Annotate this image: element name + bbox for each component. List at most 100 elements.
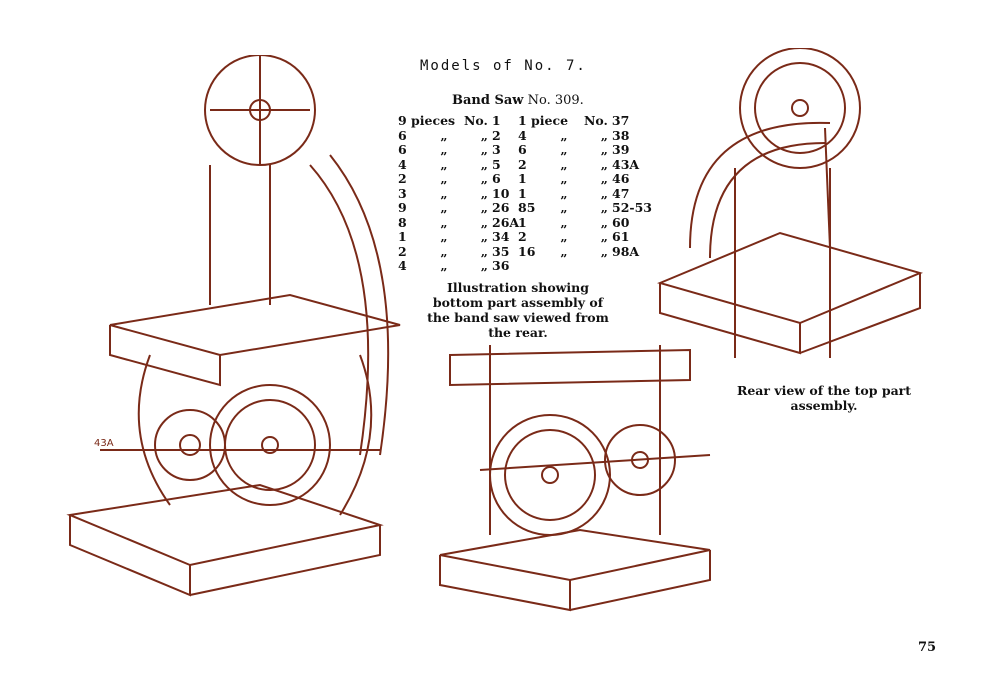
parts-row: 9„„26 [398, 200, 532, 216]
parts-qty: 6 [398, 127, 407, 143]
parts-qty: 85 [518, 200, 536, 215]
parts-ditto2: „ [480, 156, 488, 172]
parts-qty: 6 [398, 142, 407, 157]
parts-ditto2: „ [600, 243, 608, 259]
parts-qty: 2 [518, 156, 527, 172]
parts-ditto1: „ [440, 229, 448, 244]
parts-row: 1„„47 [518, 185, 652, 202]
illustration-label: 43A [94, 438, 114, 449]
parts-part: 34 [492, 229, 510, 244]
model-name: Band Saw [452, 93, 524, 108]
parts-row: 2„„35 [398, 243, 532, 260]
parts-row: 16„„98A [518, 243, 652, 260]
parts-ditto1: „ [440, 127, 448, 143]
parts-ditto2: „ [480, 142, 488, 157]
parts-part: 47 [612, 185, 630, 201]
parts-ditto1: „ [560, 156, 568, 172]
parts-part: 61 [612, 229, 630, 244]
parts-part: 60 [612, 214, 630, 230]
parts-part: 36 [492, 258, 510, 273]
parts-qty: 6 [518, 142, 527, 157]
parts-row: 2„„6 [398, 171, 532, 187]
parts-row: 3„„10 [398, 185, 532, 202]
parts-part: 26 [492, 200, 510, 215]
model-title: Band Saw No. 309. [452, 93, 584, 108]
parts-part: 5 [492, 156, 501, 172]
parts-ditto2: „ [600, 127, 608, 143]
parts-row: 4„„38 [518, 127, 652, 144]
parts-ditto2: „ [480, 127, 488, 143]
parts-ditto1: „ [560, 127, 568, 143]
page-number: 75 [918, 640, 937, 655]
parts-part: 43A [612, 156, 640, 172]
parts-ditto1: „ [440, 156, 448, 172]
caption-top-assembly: Rear view of the top part assembly. [736, 383, 912, 413]
parts-ditto1: „ [440, 243, 448, 259]
parts-part: 6 [492, 171, 501, 186]
parts-part: 2 [492, 127, 501, 143]
parts-qty: 9 [398, 200, 407, 215]
parts-ditto2: „ [480, 258, 488, 273]
parts-part: 46 [612, 171, 630, 186]
parts-qty: 3 [398, 185, 407, 201]
parts-ditto1: „ [560, 243, 568, 259]
parts-ditto2: „ [600, 214, 608, 230]
parts-ditto2: „ [480, 185, 488, 201]
model-number: No. 309. [527, 93, 584, 108]
parts-row: 4„„36 [398, 258, 532, 274]
parts-row: 2„„43A [518, 156, 652, 173]
parts-row: 6„„2 [398, 127, 532, 144]
parts-row: 1 „ „ 34 [398, 229, 532, 245]
parts-part: 35 [492, 243, 510, 259]
parts-ditto1: „ [560, 200, 568, 215]
parts-part: 1 [491, 113, 501, 128]
band-saw-illustration [66, 55, 401, 597]
parts-part: 98A [612, 243, 640, 259]
parts-ditto1: „ [440, 171, 448, 186]
parts-part: 3 [492, 142, 501, 157]
parts-part: 26A [492, 214, 520, 230]
parts-qty: 1 [398, 229, 407, 244]
parts-qty: 2 [398, 171, 407, 186]
parts-row: 9 pieces No.1 [398, 113, 532, 129]
parts-ditto2: „ [600, 229, 608, 244]
parts-ditto1: „ [560, 171, 568, 186]
caption-bottom-assembly: Illustration showing bottom part assembl… [427, 280, 609, 340]
parts-qty: 2 [518, 229, 527, 244]
bottom-assembly-illustration [439, 345, 711, 612]
parts-row: 1 „ „ 46 [518, 171, 652, 187]
parts-ditto1: „ [560, 214, 568, 230]
parts-ditto2: „ [480, 229, 488, 244]
parts-ditto2: „ [480, 200, 488, 215]
parts-qty: 2 [398, 243, 407, 259]
parts-part: 10 [492, 185, 510, 201]
parts-ditto1: „ [440, 214, 448, 230]
parts-ditto1: „ [440, 185, 448, 201]
parts-ditto2: „ [480, 243, 488, 259]
parts-ditto1: „ [440, 142, 448, 157]
parts-ditto2: „ [600, 171, 608, 186]
parts-ditto2: „ [600, 185, 608, 201]
parts-ditto2: „ [480, 214, 488, 230]
parts-ditto1: „ [560, 229, 568, 244]
parts-qty: 1 [518, 185, 527, 201]
parts-qty: 16 [518, 243, 536, 259]
parts-qty: 1 piece [518, 113, 569, 128]
parts-row: 6 „ „ 3 [398, 142, 532, 158]
parts-part: 38 [612, 127, 630, 143]
page-heading: Models of No. 7. [420, 58, 587, 74]
parts-row: 2 „ „ 61 [518, 229, 652, 245]
parts-row: 85„„52-53 [518, 200, 652, 216]
parts-qty: 9 pieces [398, 113, 456, 128]
parts-qty: 8 [398, 214, 407, 230]
parts-row: 6„„39 [518, 142, 652, 158]
parts-ditto1: No. [464, 113, 488, 128]
parts-ditto1: „ [560, 185, 568, 201]
parts-qty: 4 [398, 258, 407, 273]
parts-qty: 1 [518, 171, 527, 186]
parts-row: 8„„26A [398, 214, 532, 231]
parts-ditto2: „ [600, 142, 608, 157]
